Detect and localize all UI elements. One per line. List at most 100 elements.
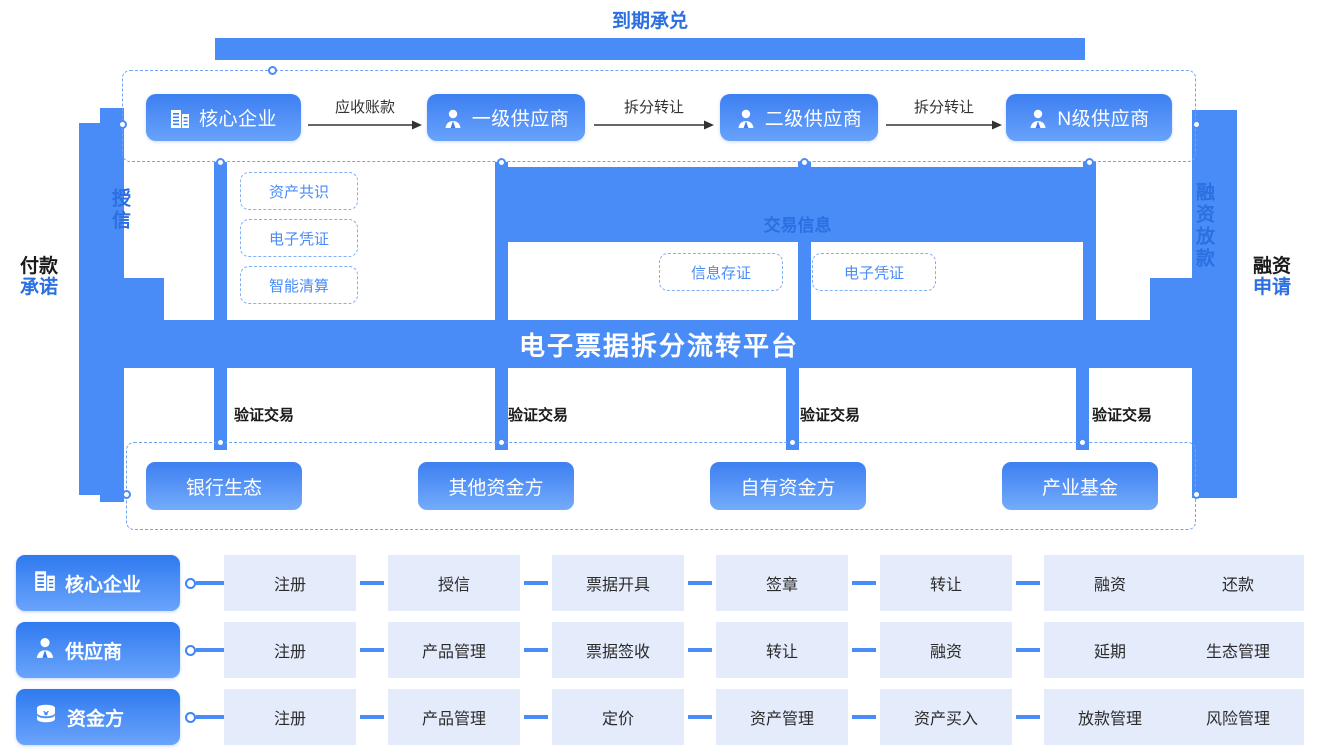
matrix-step-connector <box>688 648 712 652</box>
chain-dot-bottom-1 <box>216 158 225 167</box>
chain-node-tier2-supplier[interactable]: 二级供应商 <box>720 94 878 141</box>
right-funding-application-line2: 申请 <box>1253 276 1292 298</box>
matrix-role-label: 供应商 <box>65 641 123 663</box>
matrix-step-connector <box>688 581 712 585</box>
matrix-step[interactable]: 产品管理 <box>388 689 520 745</box>
matrix-step[interactable]: 签章 <box>716 555 848 611</box>
platform-banner: 电子票据拆分流转平台 <box>122 320 1196 368</box>
matrix-step[interactable]: 转让 <box>880 555 1012 611</box>
funder-drop-bar-2 <box>495 368 508 450</box>
matrix-role-supplier[interactable]: 供应商 <box>16 622 180 678</box>
matrix-row-lead-connector <box>196 581 224 585</box>
role-process-matrix: 核心企业 注册 授信 票据开具 签章 转让 融资 还款 <box>0 550 1320 754</box>
matrix-step-label: 注册 <box>273 711 306 728</box>
matrix-row-dot <box>185 645 196 656</box>
coins-icon <box>34 702 58 732</box>
right-funding-release-label: 融资放款 <box>1193 182 1214 270</box>
matrix-row-lead-connector <box>196 715 224 719</box>
matrix-step[interactable]: 产品管理 <box>388 622 520 678</box>
matrix-role-capital-provider[interactable]: 资金方 <box>16 689 180 745</box>
funder-industry-fund[interactable]: 产业基金 <box>1002 462 1158 510</box>
right-funding-application-line1: 融资 <box>1253 256 1292 277</box>
matrix-step[interactable]: 资产买入 <box>880 689 1012 745</box>
chain-node-label: N级供应商 <box>1057 109 1150 130</box>
matrix-step[interactable]: 生态管理 <box>1172 622 1304 678</box>
tag-label: 信息存证 <box>690 264 751 282</box>
matrix-step[interactable]: 注册 <box>224 555 356 611</box>
matrix-step[interactable]: 融资 <box>1044 555 1176 611</box>
matrix-step[interactable]: 授信 <box>388 555 520 611</box>
chain-node-tier1-supplier[interactable]: 一级供应商 <box>427 94 585 141</box>
drop-bar-1 <box>214 162 227 320</box>
tag-smart-clearing[interactable]: 智能清算 <box>240 266 358 304</box>
chain-node-label: 一级供应商 <box>471 109 570 130</box>
matrix-step-connector <box>1016 715 1040 719</box>
funders-dashed-box <box>126 442 1196 530</box>
matrix-step-label: 签章 <box>765 577 798 594</box>
funder-dot-3 <box>788 438 797 447</box>
funder-drop-bar-1 <box>214 368 227 450</box>
matrix-step[interactable]: 风险管理 <box>1172 689 1304 745</box>
matrix-step[interactable]: 资产管理 <box>716 689 848 745</box>
person-icon <box>1028 107 1048 129</box>
matrix-role-label: 核心企业 <box>65 574 142 596</box>
funder-bank-ecosystem[interactable]: 银行生态 <box>146 462 302 510</box>
funder-dot-left <box>122 490 131 499</box>
chain-arrow-label: 拆分转让 <box>623 99 684 116</box>
tag-information-deposit[interactable]: 信息存证 <box>659 253 783 291</box>
right-bracket-platform-connector <box>1150 278 1218 320</box>
matrix-step-label: 票据签收 <box>585 644 650 661</box>
funder-own-capital[interactable]: 自有资金方 <box>710 462 866 510</box>
person-icon <box>443 107 463 129</box>
chain-node-tierN-supplier[interactable]: N级供应商 <box>1006 94 1172 141</box>
matrix-step[interactable]: 转让 <box>716 622 848 678</box>
funder-label: 银行生态 <box>185 477 262 499</box>
matrix-step-label: 风险管理 <box>1205 711 1270 728</box>
tag-electronic-voucher-center[interactable]: 电子凭证 <box>812 253 936 291</box>
matrix-step-label: 延期 <box>1093 644 1126 661</box>
matrix-role-core-enterprise[interactable]: 核心企业 <box>16 555 180 611</box>
matrix-step[interactable]: 票据签收 <box>552 622 684 678</box>
left-payment-commitment-label: 付款 承诺 <box>20 256 59 298</box>
matrix-step[interactable]: 融资 <box>880 622 1012 678</box>
matrix-step[interactable]: 放款管理 <box>1044 689 1176 745</box>
left-credit-label: 授信 <box>109 188 130 232</box>
matrix-step-connector <box>852 581 876 585</box>
matrix-step-label: 注册 <box>273 577 306 594</box>
matrix-step-label: 定价 <box>601 711 634 728</box>
top-acceptance-label: 到期承兑 <box>612 11 689 32</box>
matrix-step-label: 资产管理 <box>749 711 814 728</box>
matrix-row: 核心企业 注册 授信 票据开具 签章 转让 融资 还款 <box>0 555 1320 611</box>
matrix-step-connector <box>360 581 384 585</box>
matrix-step[interactable]: 还款 <box>1172 555 1304 611</box>
matrix-step[interactable]: 定价 <box>552 689 684 745</box>
matrix-step[interactable]: 延期 <box>1044 622 1176 678</box>
building-icon <box>34 568 56 598</box>
verify-label-2: 验证交易 <box>508 407 569 424</box>
matrix-step-label: 生态管理 <box>1205 644 1270 661</box>
matrix-row: 资金方 注册 产品管理 定价 资产管理 资产买入 放款管理 风 <box>0 689 1320 745</box>
tag-label: 电子凭证 <box>268 230 329 248</box>
tag-label: 资产共识 <box>268 183 329 201</box>
matrix-step[interactable]: 注册 <box>224 622 356 678</box>
matrix-step[interactable]: 注册 <box>224 689 356 745</box>
person-icon <box>34 635 56 665</box>
person-icon <box>736 107 756 129</box>
chain-node-core-enterprise[interactable]: 核心企业 <box>146 94 301 141</box>
matrix-row-dot <box>185 578 196 589</box>
chain-node-label: 核心企业 <box>198 109 277 130</box>
funder-other-capital[interactable]: 其他资金方 <box>418 462 574 510</box>
matrix-step-connector <box>360 715 384 719</box>
funder-dot-right <box>1192 490 1201 499</box>
matrix-step-label: 放款管理 <box>1077 711 1142 728</box>
tag-electronic-voucher-left[interactable]: 电子凭证 <box>240 219 358 257</box>
top-acceptance-bar <box>215 38 1085 60</box>
matrix-step-connector <box>524 648 548 652</box>
funder-label: 产业基金 <box>1041 477 1118 499</box>
left-payment-commitment-line1: 付款 <box>20 256 59 277</box>
matrix-step[interactable]: 票据开具 <box>552 555 684 611</box>
matrix-step-label: 产品管理 <box>421 711 486 728</box>
chain-arrow-label: 拆分转让 <box>913 99 974 116</box>
tag-asset-consensus[interactable]: 资产共识 <box>240 172 358 210</box>
